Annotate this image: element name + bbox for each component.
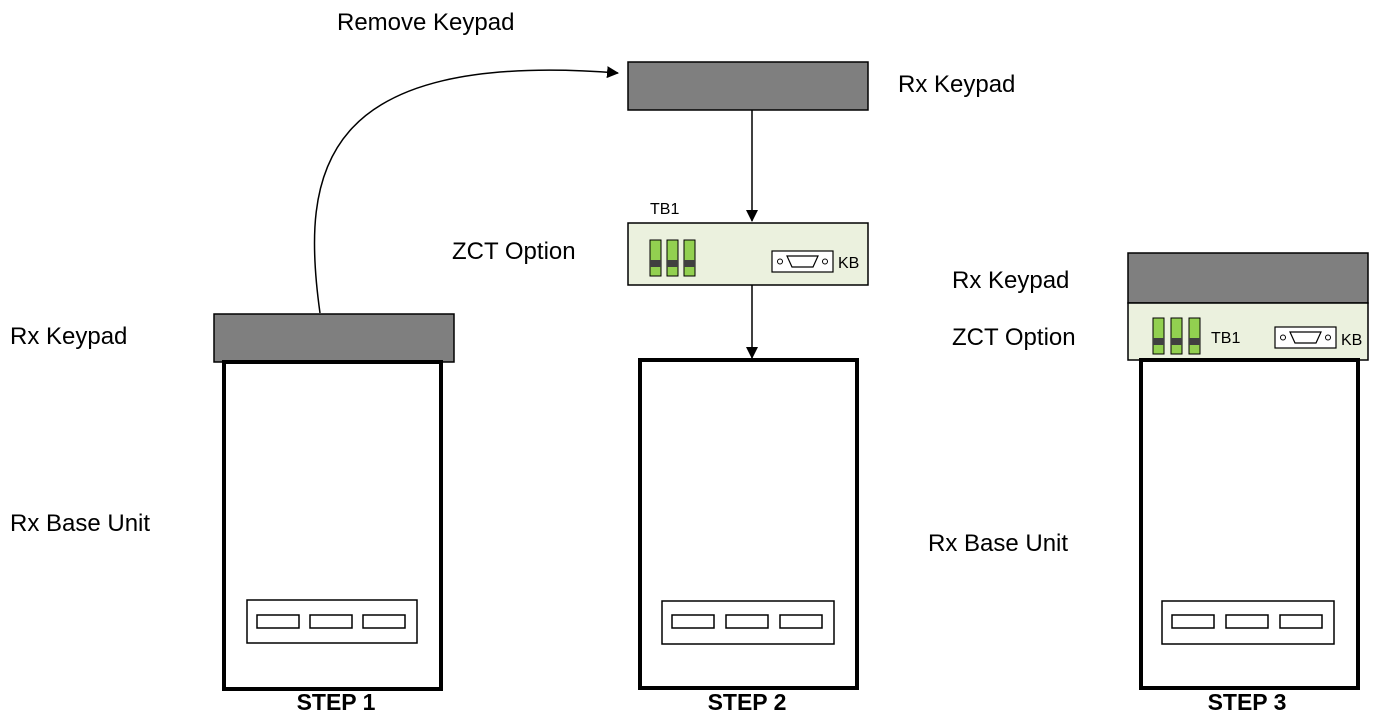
step2-kb-label: KB xyxy=(838,255,859,272)
remove-keypad-label: Remove Keypad xyxy=(337,9,514,36)
step1-keypad xyxy=(213,313,455,363)
terminal-slot xyxy=(671,614,715,629)
step-2-group: Rx Keypad TB1 ZCT Option KB STE xyxy=(452,61,1015,715)
step3-kb-label: KB xyxy=(1341,332,1362,349)
step3-kb-connector xyxy=(1274,326,1337,349)
terminal-slot xyxy=(1171,614,1215,629)
terminal-slot xyxy=(725,614,769,629)
tb1-switch xyxy=(683,239,696,277)
step2-keypad xyxy=(627,61,869,111)
step3-step-label: STEP 3 xyxy=(1208,689,1287,715)
step3-keypad xyxy=(1127,252,1369,304)
terminal-slot xyxy=(256,614,300,629)
terminal-slot xyxy=(362,614,406,629)
step3-option-label: ZCT Option xyxy=(952,324,1076,351)
step1-step-label: STEP 1 xyxy=(297,689,376,715)
step2-step-label: STEP 2 xyxy=(708,689,787,715)
step3-tb1-label: TB1 xyxy=(1211,330,1240,347)
step1-keypad-label: Rx Keypad xyxy=(10,323,127,350)
terminal-slot xyxy=(309,614,353,629)
step2-option-label: ZCT Option xyxy=(452,238,576,265)
step3-terminal-panel xyxy=(1161,600,1335,645)
tb1-switch xyxy=(1170,317,1183,355)
tb1-switch xyxy=(666,239,679,277)
terminal-slot xyxy=(779,614,823,629)
step2-keypad-label: Rx Keypad xyxy=(898,71,1015,98)
step3-base-label: Rx Base Unit xyxy=(928,530,1068,557)
tb1-switch xyxy=(649,239,662,277)
remove-keypad-arrow xyxy=(313,66,619,314)
step3-keypad-label: Rx Keypad xyxy=(952,267,1069,294)
step2-tb1-label: TB1 xyxy=(650,201,679,218)
step2-kb-connector xyxy=(771,250,834,273)
step-3-group: Rx Keypad ZCT Option TB1 KB Rx Base Uni xyxy=(928,252,1369,715)
step2-terminal-panel xyxy=(661,600,835,645)
tb1-switch xyxy=(1188,317,1201,355)
step2-tb1-terminal-block xyxy=(649,239,696,277)
step1-terminal-panel xyxy=(246,599,418,644)
terminal-slot xyxy=(1225,614,1269,629)
step3-tb1-terminal-block xyxy=(1152,317,1201,355)
terminal-slot xyxy=(1279,614,1323,629)
tb1-switch xyxy=(1152,317,1165,355)
step1-base-label: Rx Base Unit xyxy=(10,510,150,537)
step-1-group: Rx Keypad Rx Base Unit STEP 1 xyxy=(10,313,455,715)
